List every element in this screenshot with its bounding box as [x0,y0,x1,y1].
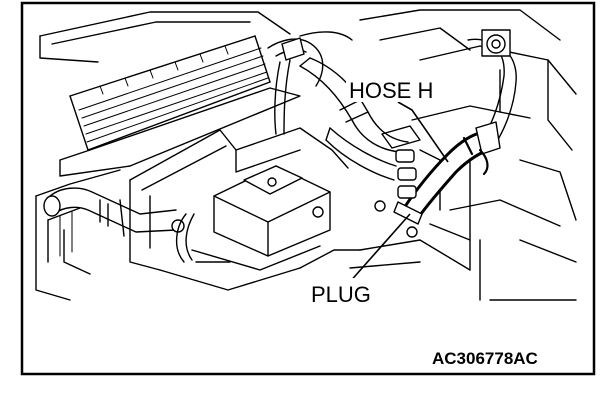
radiator-core [35,11,301,301]
hose-h-leader [397,101,449,163]
fittings [381,125,421,199]
hose-h-label: HOSE H [349,78,433,103]
hose-label-bg [346,74,444,102]
plug-label: PLUG [311,282,371,307]
upper-right-pipe [467,29,517,147]
upper-hose-route [299,57,409,181]
hose-h [393,121,501,225]
wiring-harness [176,31,353,263]
figure-code: AC306778AC [432,349,538,368]
figure-frame [20,1,596,376]
plug-label-bg [308,278,380,306]
center-bracket [129,127,418,291]
engine-block [349,9,577,301]
plug-leader [347,213,411,285]
lower-pipe [43,187,177,275]
